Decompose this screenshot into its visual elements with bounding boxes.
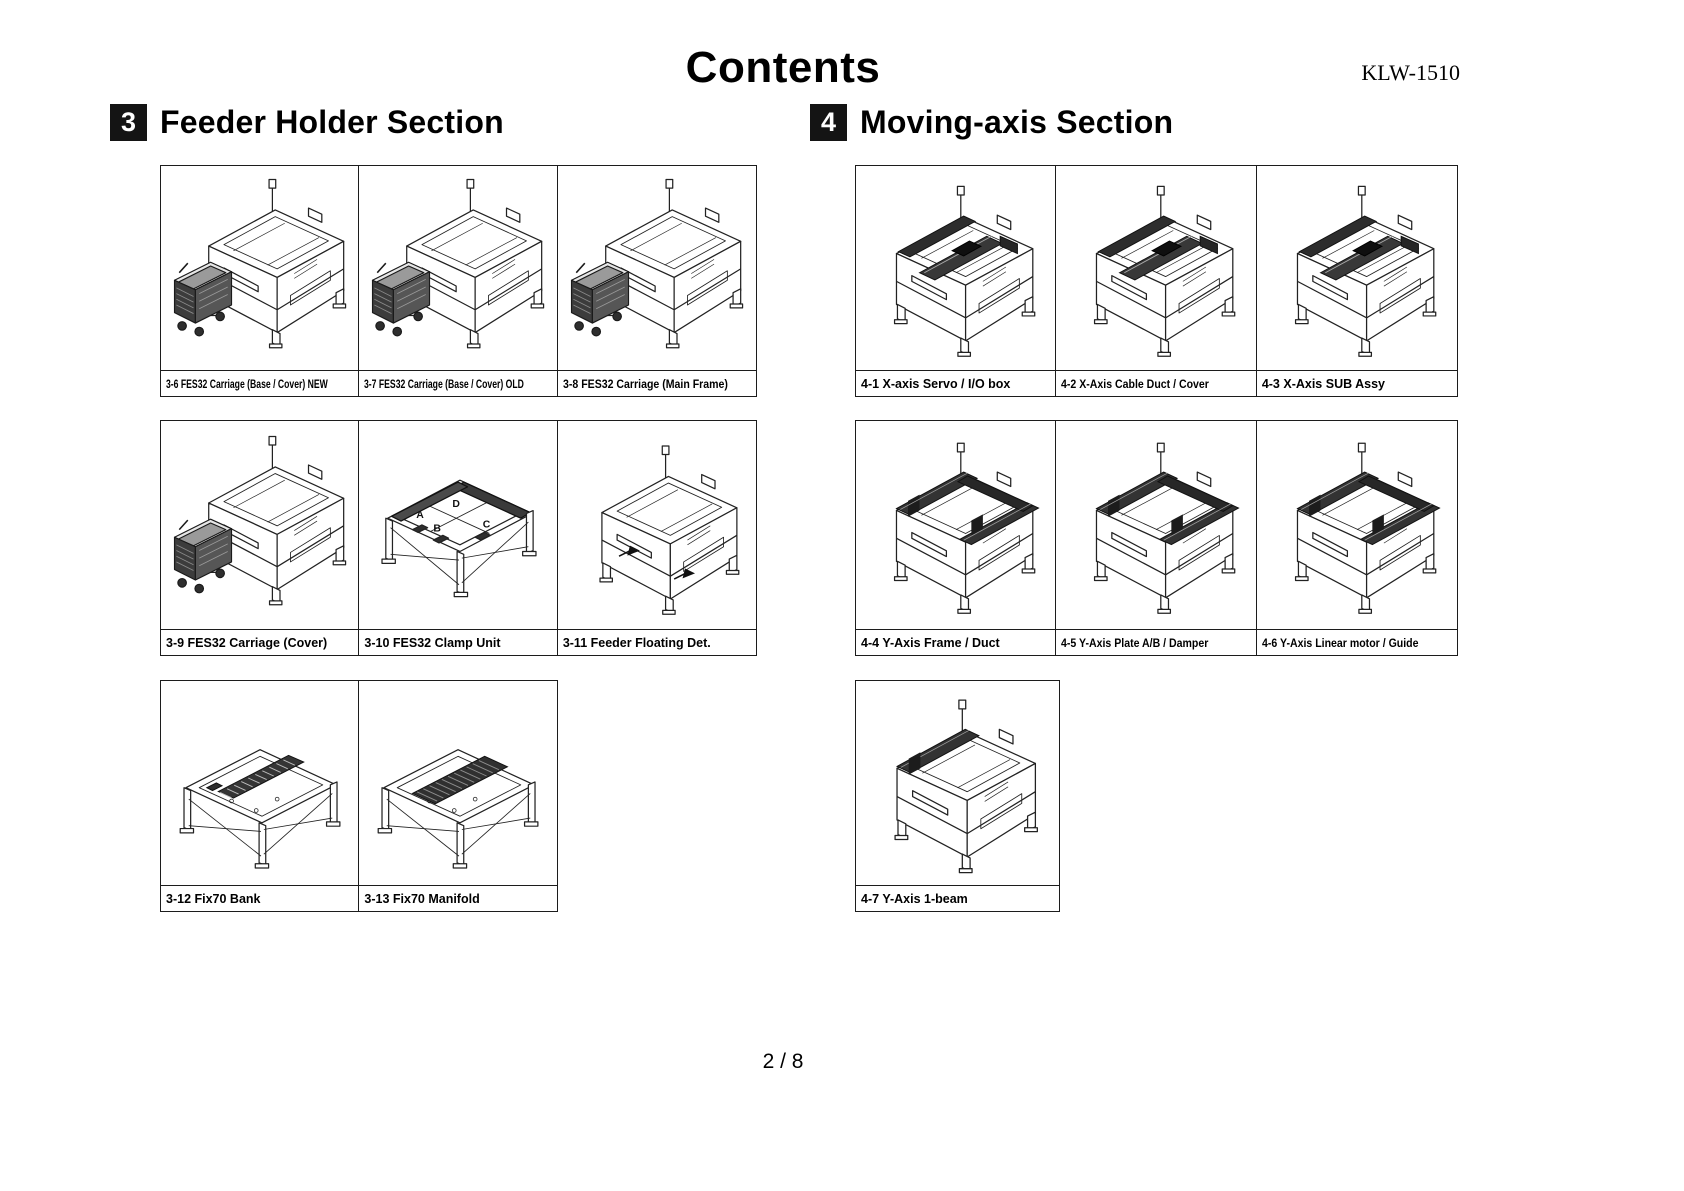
illustration-machine-with-x-gantry [860, 169, 1052, 367]
toc-item-4-3: 4-3 X-Axis SUB Assy [1255, 165, 1458, 397]
page-title: Contents [685, 43, 881, 93]
toc-item-3-7: 3-7 FES32 Carriage (Base / Cover) OLD [358, 165, 559, 397]
illustration-machine-with-y-rails [860, 424, 1052, 626]
thumb-4-1 [856, 166, 1056, 370]
thumb-4-2 [1056, 166, 1256, 370]
item-caption: 4-3 X-Axis SUB Assy [1256, 370, 1457, 396]
item-caption: 4-7 Y-Axis 1-beam [856, 885, 1059, 911]
thumb-3-13 [359, 681, 557, 885]
illustration-machine-with-x-gantry [1261, 169, 1453, 367]
section-number-badge: 3 [110, 104, 147, 141]
toc-item-3-13: 3-13 Fix70 Manifold [358, 680, 559, 912]
illustration-fix70-bank-frame [165, 684, 355, 882]
illustration-machine-plain [562, 424, 752, 626]
section-number-badge: 4 [810, 104, 847, 141]
toc-item-3-6: 3-6 FES32 Carriage (Base / Cover) NEW [160, 165, 360, 397]
thumb-3-10 [359, 421, 557, 629]
toc-item-4-6: 4-6 Y-Axis Linear motor / Guide [1255, 420, 1458, 656]
toc-grid-row: 3-9 FES32 Carriage (Cover) 3-10 FES32 Cl… [160, 420, 757, 656]
toc-item-3-9: 3-9 FES32 Carriage (Cover) [160, 420, 360, 656]
section-header-moving-axis: 4 Moving-axis Section [810, 104, 1173, 141]
toc-item-4-7: 4-7 Y-Axis 1-beam [855, 680, 1060, 912]
item-caption: 3-7 FES32 Carriage (Base / Cover) OLD [359, 370, 558, 396]
illustration-machine-with-feeder-carriage [165, 424, 355, 626]
toc-grid-row: 4-7 Y-Axis 1-beam [855, 680, 1060, 912]
illustration-machine-with-y-rails [1060, 424, 1252, 626]
thumb-4-6 [1257, 421, 1457, 629]
illustration-machine-with-feeder-carriage [363, 169, 553, 367]
illustration-machine-with-feeder-carriage [165, 169, 355, 367]
item-caption: 4-2 X-Axis Cable Duct / Cover [1056, 370, 1257, 396]
toc-item-3-8: 3-8 FES32 Carriage (Main Frame) [556, 165, 757, 397]
toc-item-3-11: 3-11 Feeder Floating Det. [556, 420, 757, 656]
thumb-4-4 [856, 421, 1056, 629]
thumb-3-12 [161, 681, 359, 885]
item-caption: 3-11 Feeder Floating Det. [557, 629, 756, 655]
item-caption: 4-1 X-axis Servo / I/O box [856, 370, 1056, 396]
thumb-3-6 [161, 166, 359, 370]
item-caption: 4-5 Y-Axis Plate A/B / Damper [1056, 629, 1257, 655]
item-caption: 3-13 Fix70 Manifold [359, 885, 558, 911]
page-number: 2 / 8 [762, 1050, 804, 1073]
item-caption: 3-12 Fix70 Bank [161, 885, 359, 911]
thumb-3-7 [359, 166, 557, 370]
section-header-feeder-holder: 3 Feeder Holder Section [110, 104, 504, 141]
item-caption: 3-9 FES32 Carriage (Cover) [161, 629, 359, 655]
illustration-machine-with-one-y-beam [860, 684, 1055, 882]
toc-grid-row: 4-4 Y-Axis Frame / Duct 4-5 Y-Axis Plate… [855, 420, 1458, 656]
illustration-machine-with-feeder-carriage [562, 169, 752, 367]
thumb-3-9 [161, 421, 359, 629]
toc-grid-row: 3-6 FES32 Carriage (Base / Cover) NEW 3-… [160, 165, 757, 397]
illustration-machine-with-x-gantry [1060, 169, 1252, 367]
toc-item-4-2: 4-2 X-Axis Cable Duct / Cover [1055, 165, 1258, 397]
illustration-machine-with-y-rails [1261, 424, 1453, 626]
item-caption: 4-4 Y-Axis Frame / Duct [856, 629, 1056, 655]
thumb-3-8 [558, 166, 756, 370]
item-caption: 4-6 Y-Axis Linear motor / Guide [1256, 629, 1457, 655]
thumb-4-7 [856, 681, 1059, 885]
item-caption: 3-8 FES32 Carriage (Main Frame) [557, 370, 756, 396]
section-title: Moving-axis Section [860, 104, 1174, 140]
toc-item-4-4: 4-4 Y-Axis Frame / Duct [855, 420, 1057, 656]
thumb-4-3 [1257, 166, 1457, 370]
thumb-4-5 [1056, 421, 1256, 629]
toc-item-4-5: 4-5 Y-Axis Plate A/B / Damper [1055, 420, 1258, 656]
section-title: Feeder Holder Section [160, 104, 504, 140]
item-caption: 3-6 FES32 Carriage (Base / Cover) NEW [161, 370, 359, 396]
toc-item-3-10: 3-10 FES32 Clamp Unit [358, 420, 559, 656]
toc-grid-row: 4-1 X-axis Servo / I/O box 4-2 X-Axis Ca… [855, 165, 1458, 397]
item-caption: 3-10 FES32 Clamp Unit [359, 629, 558, 655]
toc-grid-row: 3-12 Fix70 Bank 3-13 Fix70 Manifold [160, 680, 559, 912]
model-code: KLW-1510 [1361, 60, 1460, 85]
toc-item-4-1: 4-1 X-axis Servo / I/O box [855, 165, 1057, 397]
toc-item-3-12: 3-12 Fix70 Bank [160, 680, 360, 912]
thumb-3-11 [558, 421, 756, 629]
illustration-clamp-unit-frame [381, 479, 537, 598]
illustration-fix70-manifold-frame [363, 684, 553, 882]
